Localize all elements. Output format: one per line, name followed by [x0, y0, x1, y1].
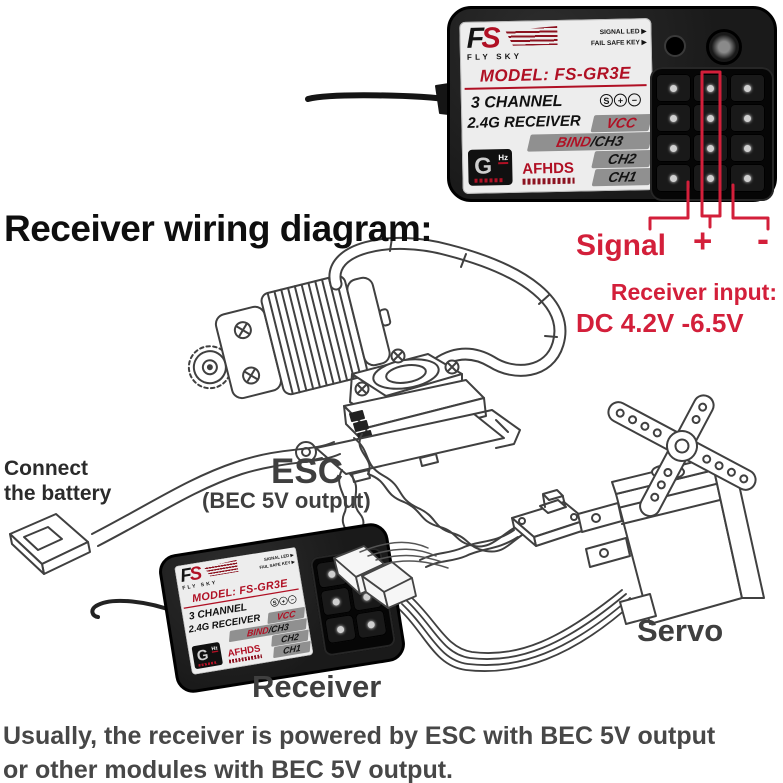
plus-callout: + — [693, 222, 713, 259]
antenna-wire-bottom — [90, 598, 178, 619]
motor-drawing — [187, 274, 392, 400]
pin-socket — [656, 104, 691, 132]
receiver-input-note: Receiver input: DC 4.2V -6.5V — [576, 279, 777, 338]
esc-label: ESC — [271, 452, 343, 491]
servo-horn — [607, 394, 757, 518]
pin-bay — [650, 67, 774, 201]
pin-callout-lines — [648, 70, 770, 231]
pin-socket — [730, 134, 765, 162]
pin-socket — [693, 74, 728, 102]
antenna-nut — [706, 29, 742, 65]
servo-drawing — [577, 394, 765, 625]
esc-sub-label: (BEC 5V output) — [202, 488, 371, 513]
receiver-photo-top: FS FLY SKY SIGNAL LED ▶ FAIL SAFE KEY ▶ … — [447, 6, 777, 202]
battery-label: Connect the battery — [4, 457, 112, 505]
signal-callout: Signal — [576, 229, 667, 262]
motor-wires — [328, 237, 567, 377]
footer-note: Usually, the receiver is powered by ESC … — [3, 722, 716, 783]
pin-socket — [693, 104, 728, 132]
pin-socket — [656, 74, 691, 102]
switch-drawing — [511, 489, 589, 547]
receiver-label-text: Receiver — [252, 669, 382, 704]
battery-cable — [91, 441, 341, 547]
battery-connector-drawing — [9, 513, 91, 575]
pin-socket — [656, 164, 691, 192]
page-title: Receiver wiring diagram: — [4, 208, 433, 249]
twisted-wire-esc-switch — [353, 433, 523, 553]
pin-socket — [730, 164, 765, 192]
plugged-connectors — [333, 541, 449, 609]
servo-label: Servo — [637, 613, 724, 648]
case-hole — [664, 35, 686, 57]
pin-socket — [730, 104, 765, 132]
servo-cable — [397, 589, 635, 672]
pin-socket — [730, 74, 765, 102]
minus-callout: - — [757, 218, 769, 259]
pin-socket — [693, 164, 728, 192]
pin-socket — [656, 134, 691, 162]
pin-socket — [693, 134, 728, 162]
